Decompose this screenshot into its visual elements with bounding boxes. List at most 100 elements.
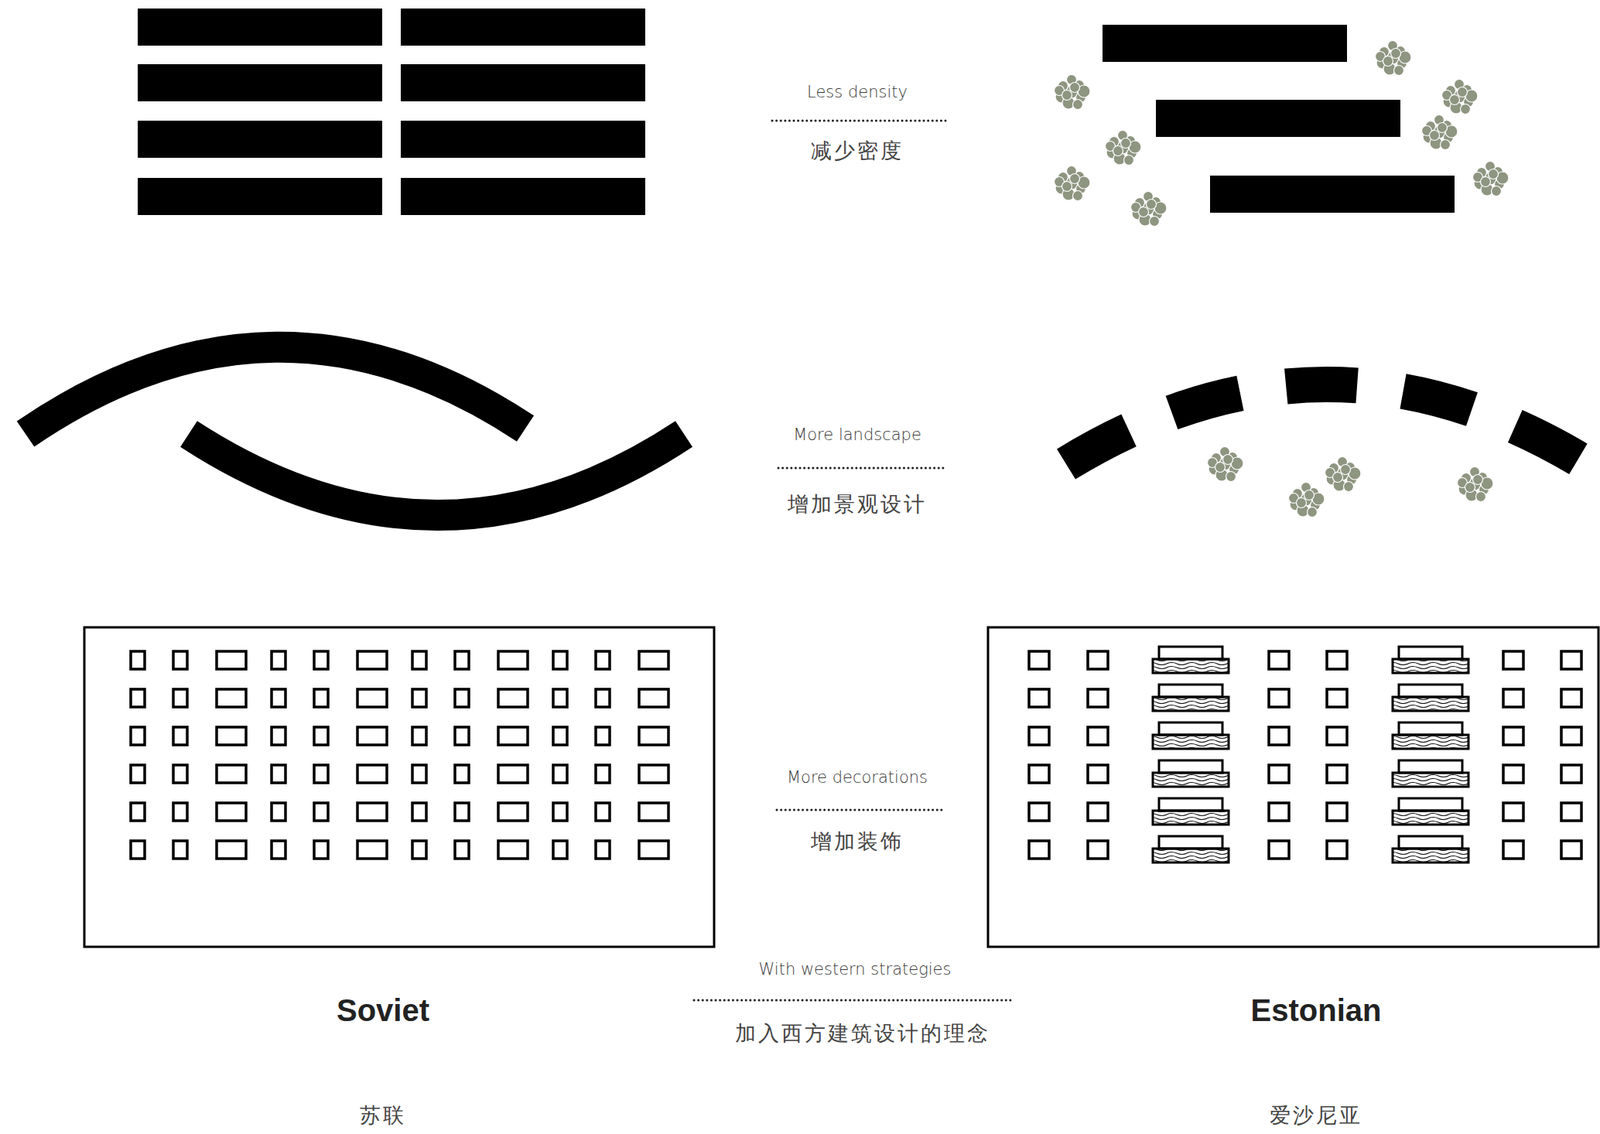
window — [498, 651, 528, 670]
change-label-zh: 增加装饰 — [810, 827, 904, 856]
window — [454, 803, 469, 821]
window — [314, 651, 329, 670]
shrub — [1325, 457, 1362, 493]
window — [173, 651, 188, 670]
window — [173, 689, 188, 708]
window — [1326, 689, 1348, 708]
estonian-facade — [988, 627, 1599, 948]
window — [314, 765, 329, 783]
column-heading-zh: 苏联 — [359, 1101, 407, 1130]
window — [357, 727, 387, 746]
window — [130, 803, 145, 821]
shrub-leaf — [1304, 490, 1315, 501]
balcony-panel — [1152, 848, 1229, 863]
window — [1087, 803, 1108, 821]
window — [1503, 803, 1524, 821]
column-heading: Soviet — [336, 993, 430, 1029]
window — [1561, 803, 1582, 821]
window — [1268, 841, 1289, 859]
window — [216, 841, 247, 859]
window — [595, 841, 610, 859]
window — [216, 727, 247, 746]
window — [1503, 689, 1524, 708]
window — [1561, 727, 1582, 746]
window — [271, 651, 286, 670]
building-block — [137, 64, 383, 102]
window — [639, 803, 669, 821]
curved-blocks — [25, 347, 1587, 516]
window — [130, 689, 145, 708]
window — [553, 803, 568, 821]
window — [271, 727, 286, 746]
balcony-panel — [1392, 659, 1469, 674]
window — [1268, 727, 1289, 746]
window — [639, 841, 669, 859]
window — [173, 765, 188, 783]
shrub — [1473, 161, 1510, 197]
shrub-leaf — [1394, 65, 1405, 76]
balcony-window — [1158, 722, 1223, 736]
window — [595, 803, 610, 821]
window — [1087, 651, 1108, 670]
change-label: Less density — [806, 82, 908, 102]
change-label: More landscape — [793, 425, 922, 445]
decorated-balcony — [1152, 836, 1229, 863]
balcony-panel — [1152, 735, 1229, 749]
window — [1029, 841, 1050, 859]
shrub-leaf — [1449, 95, 1460, 106]
window — [216, 651, 247, 670]
window — [553, 841, 568, 859]
window — [173, 803, 188, 821]
window — [1503, 841, 1524, 859]
shrub-leaf — [1226, 471, 1237, 483]
building-block — [400, 177, 646, 216]
balcony-panel — [1152, 772, 1229, 787]
shrub-leaf — [1437, 123, 1448, 134]
window — [314, 841, 329, 859]
decorated-balcony — [1392, 760, 1469, 787]
window — [498, 727, 528, 746]
shrub-leaf — [1062, 90, 1073, 101]
decorated-balcony — [1392, 798, 1469, 825]
balcony-window — [1158, 760, 1223, 773]
shrub — [1442, 79, 1479, 115]
window — [1561, 765, 1582, 783]
window — [1029, 803, 1050, 821]
window — [498, 765, 528, 783]
window — [498, 803, 528, 821]
window — [1326, 803, 1348, 821]
shrub-leaf — [1307, 507, 1318, 518]
decorated-balcony — [1152, 684, 1229, 712]
decorated-balcony — [1152, 760, 1229, 787]
window — [595, 765, 610, 783]
shrub-leaf — [1124, 155, 1135, 166]
building-block — [400, 8, 646, 46]
window — [173, 841, 188, 859]
shrub-leaf — [1343, 482, 1354, 493]
change-label: More decorations — [786, 768, 928, 787]
shrub — [1288, 482, 1326, 518]
decorated-balcony — [1392, 684, 1469, 712]
building-block — [400, 64, 646, 102]
shrub-leaf — [1121, 138, 1132, 149]
building-block — [1210, 175, 1455, 213]
window — [595, 689, 610, 708]
shrub-leaf — [1146, 199, 1157, 210]
window — [271, 689, 286, 708]
window — [595, 651, 610, 670]
window — [553, 765, 568, 783]
decorated-balcony — [1152, 722, 1229, 749]
building-block — [1155, 99, 1401, 137]
window — [216, 765, 247, 783]
window — [130, 841, 145, 859]
decorated-balcony — [1392, 836, 1469, 863]
window — [412, 727, 427, 746]
balcony-panel — [1152, 659, 1229, 674]
window — [1268, 651, 1289, 670]
broken-curved-block — [1066, 384, 1587, 465]
curved-block — [25, 347, 526, 435]
curved-block — [188, 434, 684, 516]
window — [454, 765, 469, 783]
window — [271, 803, 286, 821]
window — [1561, 841, 1582, 859]
